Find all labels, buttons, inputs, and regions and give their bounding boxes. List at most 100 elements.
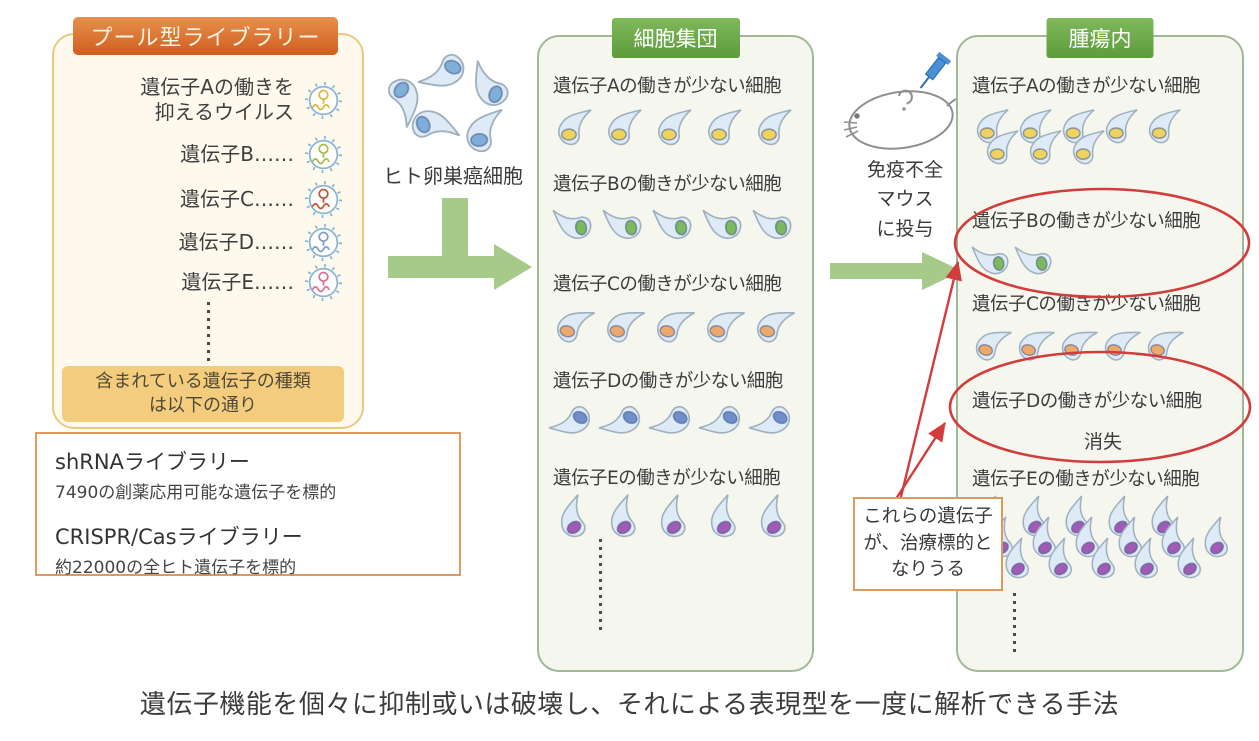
virus-icon: [304, 135, 343, 174]
cell-row: [552, 203, 804, 245]
pool-library-panel: 遺伝子Aの働きを 抑えるウイルス遺伝子B…… 遺伝子C…… 遺伝子D…… 遺伝子E………: [52, 33, 364, 429]
cell-icon: [554, 304, 596, 348]
cell-icon: [752, 203, 794, 243]
cancer-cells-label: ヒト卵巣癌細胞: [383, 164, 523, 188]
cancer-cells-cluster-icon: [372, 45, 532, 168]
gene-virus-label: 遺伝子C……: [180, 187, 294, 211]
virus-list-row: 遺伝子E……: [181, 262, 344, 303]
cell-icon: [650, 493, 699, 543]
cell-icon: [1059, 324, 1099, 365]
gene-cell-row-label: 遺伝子Cの働きが少ない細胞: [553, 274, 782, 295]
diagram-caption: 遺伝子機能を個々に抑制或いは破壊し、それによる表現型を一度に解析できる手法: [139, 690, 1120, 720]
cell-icon: [1029, 130, 1062, 165]
cell-icon: [600, 493, 649, 543]
cell-icon: [1145, 324, 1185, 365]
gene-cell-row-label: 遺伝子Dの働きが少ない細胞: [972, 391, 1202, 412]
target-arrow-to-b: [897, 260, 962, 506]
cell-icon: [758, 109, 792, 146]
gene-cell-row-label: 遺伝子Dの働きが少ない細胞: [553, 371, 783, 392]
virus-icon: [304, 223, 343, 262]
gene-cell-section: 遺伝子Cの働きが少ない細胞: [553, 270, 804, 348]
syringe-icon: [919, 51, 952, 89]
gene-cell-section: 遺伝子Dの働きが少ない細胞: [548, 367, 804, 445]
gene-virus-label: 遺伝子Aの働きを 抑えるウイルス: [140, 75, 294, 124]
virus-icon: [304, 263, 343, 302]
virus-list-row: 遺伝子B……: [180, 134, 344, 175]
gene-cell-section: 遺伝子Bの働きが少ない細胞: [971, 207, 1234, 280]
cell-icon: [708, 109, 742, 146]
lost-note: 消失: [1083, 431, 1122, 453]
cell-icon: [1016, 324, 1056, 365]
virus-icon: [304, 81, 343, 119]
therapeutic-target-callout: これらの遺伝子 が、治療標的と なりうる: [853, 497, 1003, 591]
ellipsis-dots: [599, 539, 602, 631]
cell-icon: [652, 203, 694, 243]
cell-icon: [1072, 130, 1105, 165]
cell-icon: [1105, 109, 1138, 144]
gene-cell-section: 遺伝子Cの働きが少ない細胞: [972, 290, 1234, 365]
cell-icon: [648, 397, 695, 445]
gene-cell-section: 遺伝子Aの働きが少ない細胞: [972, 72, 1234, 166]
gene-cell-row-label: 遺伝子Eの働きが少ない細胞: [553, 468, 781, 489]
gene-cell-row-label: 遺伝子Eの働きが少ない細胞: [972, 469, 1200, 490]
gene-virus-label: 遺伝子D……: [178, 230, 294, 254]
virus-list-row: 遺伝子Aの働きを 抑えるウイルス: [140, 75, 344, 125]
cell-row: [550, 493, 804, 543]
gene-cell-row-label: 遺伝子Bの働きが少ない細胞: [553, 174, 782, 195]
virus-list-row: 遺伝子C……: [180, 179, 344, 220]
gene-cell-row-label: 遺伝子Aの働きが少ない細胞: [972, 76, 1201, 97]
cell-population-panel: 細胞集団 遺伝子Aの働きが少ない細胞遺伝子Bの働きが少ない細胞遺伝子Cの働きが少…: [537, 18, 814, 672]
cell-icon: [698, 397, 745, 445]
ellipsis-dots: [207, 302, 210, 364]
cell-row: [972, 324, 1234, 365]
cell-icon: [552, 203, 594, 243]
cell-icon: [750, 493, 799, 543]
ellipsis-dots: [1013, 593, 1016, 657]
gene-cell-section: 遺伝子Eの働きが少ない細胞: [550, 464, 804, 543]
cell-icon: [598, 397, 645, 445]
cell-icon: [654, 304, 696, 348]
cell-icon: [1014, 240, 1054, 278]
cell-population-header: 細胞集団: [611, 18, 740, 58]
cell-icon: [700, 493, 749, 543]
virus-icon: [304, 180, 343, 219]
cell-icon: [602, 203, 644, 243]
included-genes-note: 含まれている遺伝子の種類 は以下の通り: [62, 366, 344, 422]
cell-icon: [754, 304, 796, 348]
crispr-library-desc: 約22000の全ヒト遺伝子を標的: [55, 558, 297, 578]
shrna-library-title: shRNAライブラリー: [55, 450, 250, 474]
tumor-header: 腫瘍内: [1046, 18, 1154, 58]
cell-icon: [748, 397, 795, 445]
cell-row: [548, 397, 804, 445]
cell-icon: [658, 109, 692, 146]
cell-icon: [464, 108, 507, 154]
cell-icon: [973, 324, 1013, 365]
library-info-box: shRNAライブラリー 7490の創薬応用可能な遺伝子を標的 CRISPR/Ca…: [35, 432, 461, 578]
cell-icon: [986, 130, 1019, 165]
gene-cell-row-label: 遺伝子Bの働きが少ない細胞: [972, 211, 1201, 232]
cell-icon: [704, 304, 746, 348]
gene-cell-section: 遺伝子Dの働きが少ない細胞消失: [972, 387, 1234, 454]
gene-cell-section: 遺伝子Bの働きが少ない細胞: [552, 170, 804, 245]
gene-virus-label: 遺伝子E……: [181, 270, 294, 294]
cell-row: [553, 107, 804, 147]
gene-cell-row-label: 遺伝子Aの働きが少ない細胞: [553, 76, 782, 97]
infect-arrow-icon: [388, 198, 532, 290]
cell-row: [553, 304, 804, 348]
gene-cell-section: 遺伝子Eの働きが少ない細胞: [969, 465, 1241, 584]
virus-list-row: 遺伝子D……: [179, 222, 344, 263]
cell-icon: [1102, 324, 1142, 365]
cell-row: [971, 240, 1234, 280]
cell-icon: [608, 109, 642, 146]
inject-arrow-icon: [830, 252, 962, 290]
target-arrow-to-d: [890, 421, 947, 506]
shrna-library-desc: 7490の創薬応用可能な遺伝子を標的: [55, 483, 337, 503]
cell-icon: [702, 203, 744, 243]
crispr-library-title: CRISPR/Casライブラリー: [55, 525, 303, 549]
gene-virus-label: 遺伝子B……: [180, 142, 294, 166]
cell-icon: [604, 304, 646, 348]
cell-icon: [971, 240, 1011, 278]
cell-icon: [558, 109, 592, 146]
gene-cell-row-label: 遺伝子Cの働きが少ない細胞: [972, 294, 1201, 315]
